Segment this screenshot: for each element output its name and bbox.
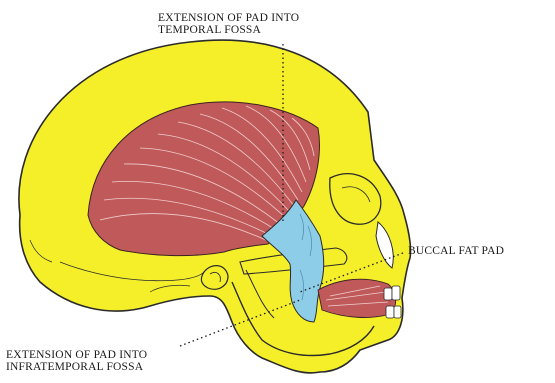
label-infratemporal-line2: INFRATEMPORAL FOSSA bbox=[6, 361, 147, 373]
label-temporal-line1: EXTENSION OF PAD INTO bbox=[158, 12, 299, 24]
label-temporal-line2: TEMPORAL FOSSA bbox=[158, 24, 299, 36]
label-infratemporal-extension: EXTENSION OF PAD INTO INFRATEMPORAL FOSS… bbox=[6, 349, 147, 373]
label-infratemporal-line1: EXTENSION OF PAD INTO bbox=[6, 349, 147, 361]
label-temporal-extension: EXTENSION OF PAD INTO TEMPORAL FOSSA bbox=[158, 12, 299, 36]
label-buccal-fat-pad: BUCCAL FAT PAD bbox=[408, 245, 504, 257]
